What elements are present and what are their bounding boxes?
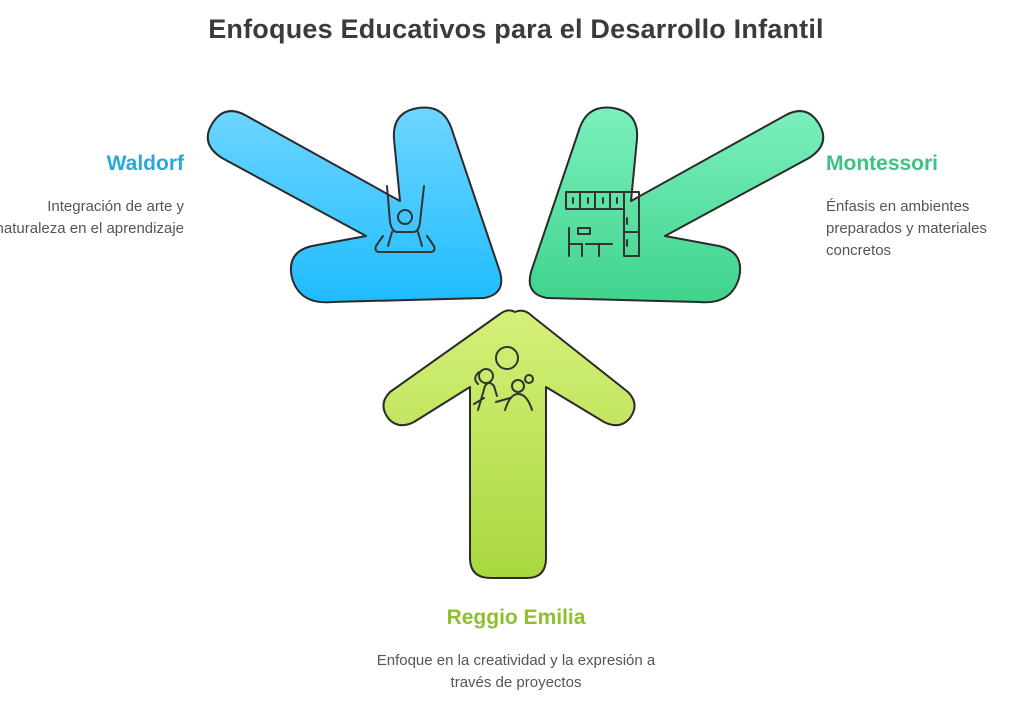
montessori-arrow	[528, 106, 825, 304]
waldorf-title: Waldorf	[106, 152, 184, 175]
reggio-emilia-description: Enfoque en la creatividad y la expresión…	[376, 652, 656, 691]
waldorf-arrow	[206, 106, 503, 304]
montessori-description: Énfasis en ambientes preparados y materi…	[826, 198, 987, 259]
swing-child-icon	[374, 185, 436, 253]
reggio-emilia-arrow	[382, 309, 636, 579]
classroom-furniture-icon	[565, 191, 640, 257]
montessori-title: Montessori	[826, 152, 939, 175]
children-group-icon	[473, 346, 534, 411]
reggio-emilia-title: Reggio Emilia	[446, 606, 586, 629]
waldorf-description: Integración de arte y naturaleza en el a…	[0, 198, 184, 237]
diagram-title: Enfoques Educativos para el Desarrollo I…	[208, 14, 824, 44]
